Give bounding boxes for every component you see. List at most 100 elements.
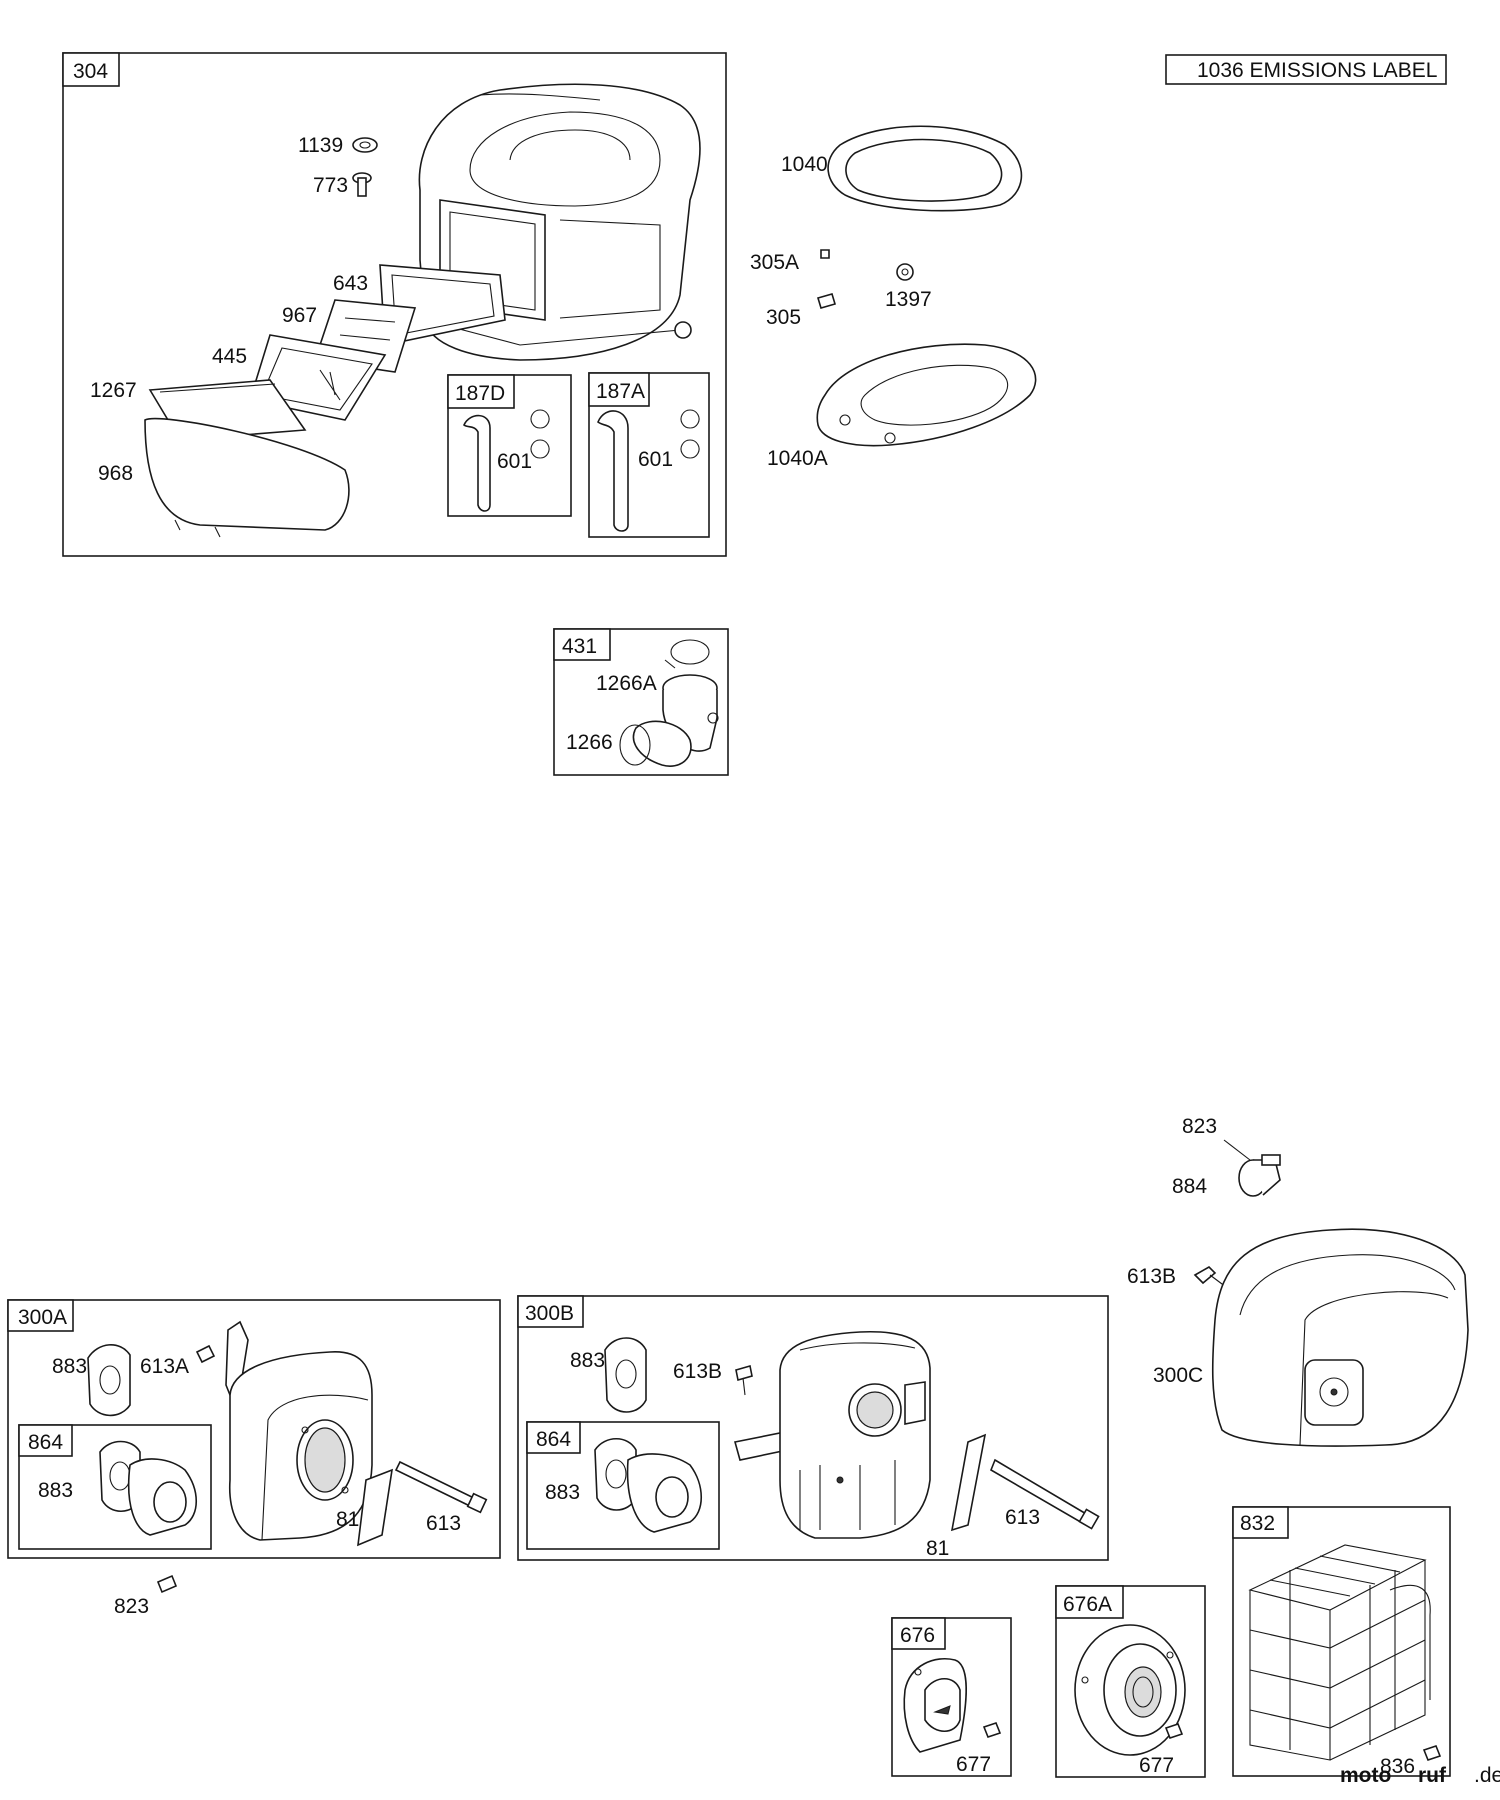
group-676A-frame [1055, 1585, 1206, 1778]
group-431-tag [553, 628, 611, 661]
part-613B-b-label: 613B [673, 1360, 722, 1383]
muffler-300B-drawing [733, 1330, 931, 1539]
group-832-label: 832 [1240, 1512, 1275, 1535]
part-300C-label: 300C [1153, 1364, 1203, 1387]
group-187D: 187D 601 [447, 374, 572, 517]
group-187A-tag [588, 372, 650, 407]
group-676A-label: 676A [1063, 1593, 1112, 1616]
clamp-884-icon [1238, 1154, 1281, 1197]
nut-1397-icon [896, 263, 914, 281]
watermark-part-a: moto [1340, 1764, 1391, 1787]
group-300A-tag [7, 1299, 74, 1332]
part-1266-label: 1266 [566, 731, 613, 754]
part-823-a-label: 823 [1182, 1115, 1217, 1138]
screw-677-a-icon [982, 1722, 1002, 1738]
screw-836-icon [1422, 1745, 1442, 1761]
part-643-label: 643 [333, 272, 368, 295]
group-864-a: 864 883 [18, 1424, 212, 1550]
part-1139-label: 1139 [298, 134, 343, 157]
group-304-frame [62, 52, 727, 557]
group-864-a-frame [18, 1424, 212, 1550]
group-304: 304 [62, 52, 727, 557]
part-613A-label: 613A [140, 1355, 189, 1378]
clamp-601-b2-icon [680, 439, 700, 459]
group-187A: 187A 601 [588, 372, 710, 538]
bolt-613-a-icon [394, 1460, 480, 1510]
group-864-a-label: 864 [28, 1431, 63, 1454]
gasket-1266-icon [619, 724, 651, 766]
shield-1040A-drawing [816, 343, 1037, 447]
group-832-tag [1232, 1506, 1289, 1539]
part-823-b-label: 823 [114, 1595, 149, 1618]
group-431-frame [553, 628, 729, 776]
part-613B-c-label: 613B [1127, 1265, 1176, 1288]
screw-613B-c-icon [1193, 1266, 1217, 1285]
group-864-b-frame [526, 1421, 720, 1550]
clamp-601-b1-icon [680, 409, 700, 429]
group-676A: 676A 677 [1055, 1585, 1206, 1778]
washer-1139-icon [352, 137, 378, 153]
group-864-b-label: 864 [536, 1428, 571, 1451]
group-431-label: 431 [562, 635, 597, 658]
group-300A-label: 300A [18, 1306, 67, 1329]
part-1267-label: 1267 [90, 379, 137, 402]
emissions-label-text: 1036 EMISSIONS LABEL [1197, 59, 1437, 82]
part-967-label: 967 [282, 304, 317, 327]
part-613-b-label: 613 [1005, 1506, 1040, 1529]
clamp-601-a1-icon [530, 409, 550, 429]
part-968-label: 968 [98, 462, 133, 485]
watermark-part-b: ruf [1418, 1764, 1447, 1787]
part-883-b2-label: 883 [545, 1481, 580, 1504]
deflector-676-drawing [903, 1658, 967, 1753]
baffle-parts: 1040 305A 305 1397 1040A [750, 125, 1037, 470]
muffler-300A-drawing [225, 1320, 373, 1541]
group-300A-frame [7, 1299, 501, 1559]
group-187D-label: 187D [455, 382, 505, 405]
part-883-b1-label: 883 [570, 1349, 605, 1372]
group-864-a-tag [18, 1424, 73, 1457]
breather-tube-187D-icon [463, 414, 491, 512]
clamp-601-a2-icon [530, 439, 550, 459]
part-601-a-label: 601 [497, 450, 532, 473]
group-832: 832 836 [1232, 1506, 1451, 1778]
group-864-b-tag [526, 1421, 581, 1454]
gasket-883-a1-icon [87, 1344, 131, 1417]
part-883-a1-label: 883 [52, 1355, 87, 1378]
part-1397-label: 1397 [885, 288, 932, 311]
group-300B-frame [517, 1295, 1109, 1561]
part-305-label: 305 [766, 306, 801, 329]
group-676-tag [891, 1617, 946, 1650]
part-305A-label: 305A [750, 251, 799, 274]
screw-305A-icon [820, 249, 830, 259]
screw-677-b-icon [1164, 1723, 1184, 1739]
group-300B: 300B 883 613B 81 613 864 [517, 1295, 1109, 1561]
watermark-tld: .de [1474, 1764, 1500, 1787]
group-676-label: 676 [900, 1624, 935, 1647]
group-304-label: 304 [73, 60, 108, 83]
part-884-label: 884 [1172, 1175, 1207, 1198]
screw-823-b-icon [156, 1574, 178, 1594]
part-601-b-label: 601 [638, 448, 673, 471]
muffler-300C-drawing [1211, 1228, 1469, 1447]
part-773-label: 773 [313, 174, 348, 197]
group-187D-tag [447, 374, 515, 409]
group-832-frame [1232, 1506, 1451, 1777]
part-613-a-label: 613 [426, 1512, 461, 1535]
group-676-frame [891, 1617, 1012, 1777]
part-883-a2-label: 883 [38, 1479, 73, 1502]
group-864-b: 864 883 [526, 1421, 720, 1550]
motoruf-watermark: moto ruf .de [1340, 1764, 1500, 1787]
gasket-883-b1-icon [604, 1337, 647, 1413]
screw-305-icon [817, 293, 836, 309]
group-187A-label: 187A [596, 380, 645, 403]
group-304-tag [62, 52, 120, 87]
emissions-label-frame [1165, 54, 1447, 85]
bracket-81-a-icon [357, 1468, 394, 1547]
breather-tube-187A-icon [597, 410, 629, 532]
part-1040A-label: 1040A [767, 447, 828, 470]
muffler-300C-assembly: 823 884 613B 300C [1127, 1115, 1469, 1447]
part-445-label: 445 [212, 345, 247, 368]
group-300B-tag [517, 1295, 584, 1328]
group-676: 676 677 [891, 1617, 1012, 1777]
